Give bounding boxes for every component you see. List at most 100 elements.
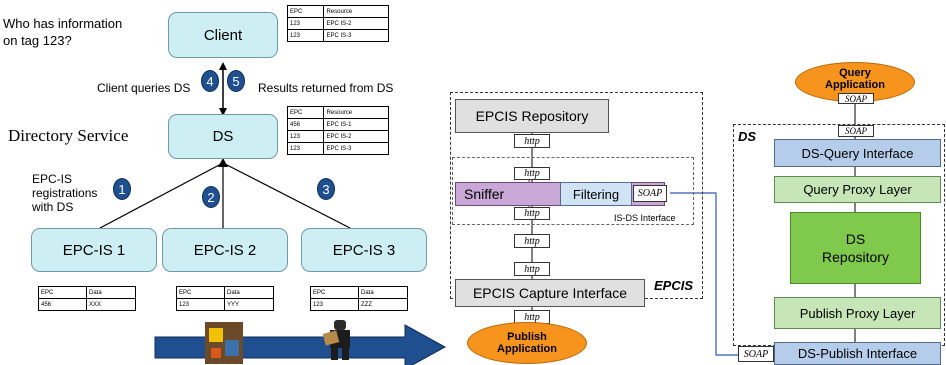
- ds-container-label: DS: [738, 129, 757, 144]
- filtering-box[interactable]: Filtering: [560, 182, 632, 206]
- table-cell: YYY: [224, 298, 274, 311]
- http-tag: http: [514, 167, 550, 180]
- table-cell: 123: [286, 29, 325, 42]
- http-tag: http: [514, 207, 550, 220]
- arrowhead-down: [219, 108, 227, 116]
- table-cell: 123: [286, 142, 325, 155]
- epcis3-ds-link: [224, 163, 351, 229]
- epcis-node-label: EPC-IS 3: [332, 241, 396, 259]
- publish-application[interactable]: Publish Application: [467, 322, 587, 364]
- ds-repository-line: DS: [845, 231, 866, 247]
- table-header: Data: [358, 286, 408, 299]
- table-cell: EPC IS-3: [323, 142, 389, 155]
- filtering-label: Filtering: [572, 186, 620, 202]
- http-tag: http: [514, 234, 550, 248]
- table-header: Data: [224, 286, 274, 299]
- ds-query-interface[interactable]: DS-Query Interface: [774, 139, 941, 167]
- epcis-capture-label: EPCIS Capture Interface: [472, 285, 628, 301]
- soap-tag: SOAP: [738, 346, 774, 362]
- ds-query-interface-label: DS-Query Interface: [801, 145, 914, 161]
- step-1-badge: 1: [113, 178, 131, 200]
- table-cell: ZZZ: [358, 298, 408, 311]
- http-tag: http: [514, 262, 550, 276]
- ds-repository[interactable]: DS Repository: [790, 212, 921, 284]
- table-cell: 123: [175, 298, 226, 311]
- table-header: EPC: [175, 286, 226, 299]
- delivery-person-icon: [320, 318, 360, 362]
- soap-tag: SOAP: [838, 125, 874, 137]
- query-proxy-layer[interactable]: Query Proxy Layer: [774, 176, 941, 203]
- question-line: Who has information: [3, 16, 123, 31]
- ds-publish-interface[interactable]: DS-Publish Interface: [774, 342, 941, 365]
- client-node[interactable]: Client: [168, 12, 278, 58]
- step-2-badge: 2: [202, 186, 220, 208]
- table-header: EPC: [37, 286, 88, 299]
- soap-tag: SOAP: [838, 93, 874, 104]
- table-header: EPC: [286, 5, 325, 18]
- table-header: EPC: [309, 286, 360, 299]
- table-cell: 456: [37, 298, 88, 311]
- ds-node[interactable]: DS: [168, 114, 278, 159]
- epcis-repository-label: EPCIS Repository: [475, 108, 589, 124]
- ds-publish-interface-label: DS-Publish Interface: [797, 346, 918, 361]
- epcis1-ds-link: [99, 163, 222, 229]
- arrowhead-ds: [218, 158, 228, 167]
- table-cell: EPC IS-2: [323, 17, 389, 30]
- publish-proxy-layer[interactable]: Publish Proxy Layer: [774, 297, 941, 329]
- sniffer-label: Sniffer: [464, 186, 505, 202]
- step-3-badge: 3: [317, 178, 335, 200]
- table-header: Data: [86, 286, 136, 299]
- table-cell: EPC IS-3: [323, 29, 389, 42]
- query-application-line: Application: [825, 79, 885, 91]
- publish-proxy-layer-label: Publish Proxy Layer: [799, 305, 916, 321]
- epcis-node-1[interactable]: EPC-IS 1: [31, 228, 157, 272]
- ds-label: DS: [212, 128, 234, 145]
- client-queries-label: Client queries DS: [97, 81, 191, 95]
- epcis-node-3[interactable]: EPC-IS 3: [301, 228, 427, 272]
- soap-tag: SOAP: [633, 185, 667, 202]
- process-arrow: [154, 324, 447, 365]
- publish-application-line: Publish: [507, 331, 547, 343]
- registrations-line: EPC-IS: [32, 172, 73, 186]
- registrations-text: EPC-IS registrations with DS: [32, 172, 97, 214]
- epcis-node-label: EPC-IS 2: [193, 241, 257, 259]
- table-header: Resource: [323, 5, 389, 18]
- isds-interface-label: IS-DS Interface: [614, 213, 676, 223]
- epcis-node-label: EPC-IS 1: [62, 241, 126, 259]
- isds-interface-container: [452, 157, 694, 225]
- epcis-node-2[interactable]: EPC-IS 2: [162, 228, 288, 272]
- table-cell: 123: [286, 17, 325, 30]
- step-5-badge: 5: [227, 70, 245, 92]
- epcis-repository[interactable]: EPCIS Repository: [455, 99, 609, 133]
- registrations-line: registrations: [32, 186, 98, 200]
- table-cell: 123: [286, 130, 325, 143]
- table-cell: 456: [286, 118, 325, 131]
- question-text: Who has information on tag 123?: [3, 15, 122, 49]
- table-cell: 123: [309, 298, 360, 311]
- http-tag: http: [514, 134, 550, 148]
- publish-application-line: Application: [497, 343, 557, 355]
- query-proxy-layer-label: Query Proxy Layer: [803, 182, 912, 197]
- epcis-capture-interface[interactable]: EPCIS Capture Interface: [455, 279, 645, 307]
- forklift-warehouse-icon: [205, 322, 243, 364]
- results-returned-label: Results returned from DS: [258, 81, 394, 95]
- epcis-container-label: EPCIS: [654, 278, 694, 293]
- ds-repository-line: Repository: [822, 249, 889, 265]
- registrations-line: with DS: [32, 200, 74, 214]
- arrowhead-up: [219, 62, 227, 70]
- table-cell: EPC IS-2: [323, 130, 389, 143]
- table-header: Resource: [323, 106, 389, 119]
- question-line: on tag 123?: [3, 33, 72, 48]
- step-4-badge: 4: [201, 70, 219, 92]
- table-header: EPC: [286, 106, 325, 119]
- client-label: Client: [203, 26, 243, 44]
- table-cell: EPC IS-1: [323, 118, 389, 131]
- query-application-line: Query: [839, 67, 871, 79]
- directory-service-title: Directory Service: [8, 126, 129, 145]
- table-cell: XXX: [86, 298, 136, 311]
